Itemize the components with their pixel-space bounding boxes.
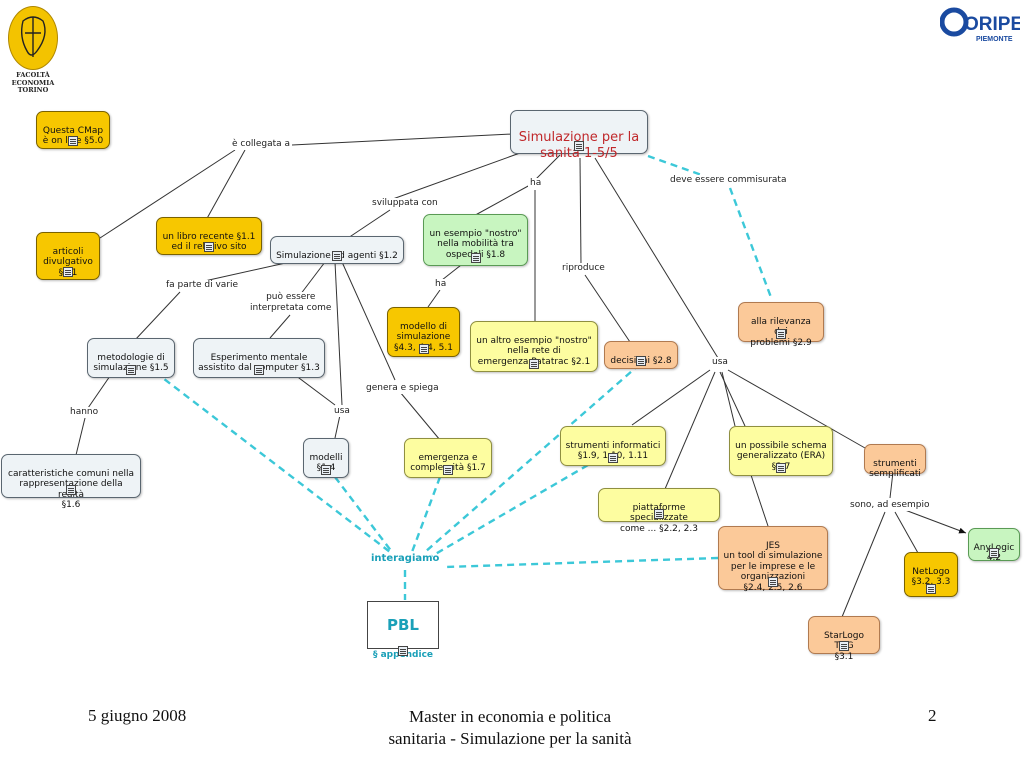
node-text: strumenti semplificati xyxy=(869,458,921,480)
faculty-seal-icon xyxy=(8,6,58,70)
pbl-title: PBL xyxy=(387,615,419,634)
label-puo-essere: può essere interpretata come xyxy=(248,292,334,313)
document-icon[interactable] xyxy=(443,465,453,475)
document-icon[interactable] xyxy=(63,267,73,277)
document-icon[interactable] xyxy=(66,485,76,495)
oripe-logo-icon: ORIPE PIEMONTE xyxy=(939,7,1023,43)
document-icon[interactable] xyxy=(776,463,786,473)
label-ha-2: ha xyxy=(433,279,449,290)
label-usa-1: usa xyxy=(710,357,730,368)
document-icon[interactable] xyxy=(608,453,618,463)
node-libro[interactable]: un libro recente §1.1 ed il relativo sit… xyxy=(156,217,262,255)
node-caratteristiche[interactable]: caratteristiche comuni nella rappresenta… xyxy=(1,454,141,510)
node-anylogic[interactable]: AnyLogic 4.2 xyxy=(968,528,1020,564)
node-text: AnyLogic 4.2 xyxy=(974,543,1015,564)
node-metodologie[interactable]: metodologie di simulazione §1.5 xyxy=(87,338,175,378)
seal-emblem-icon xyxy=(20,16,46,57)
label-interagiamo: interagiamo xyxy=(371,553,440,564)
label-deve: deve essere commisurata xyxy=(668,175,789,186)
node-modelli[interactable]: modelli §1.4 xyxy=(303,438,349,478)
oripe-logo-word: ORIPE xyxy=(964,14,1020,35)
footer-page-number: 2 xyxy=(928,706,937,725)
node-rilevanza[interactable]: alla rilevanza dei problemi §2.9 xyxy=(738,302,824,348)
label-collegata: è collegata a xyxy=(230,139,293,150)
faculty-logo-text: FACOLTÀ ECONOMIA TORINO xyxy=(11,71,55,94)
node-articoli[interactable]: articoli divulgativo §4.1 xyxy=(36,232,100,280)
document-icon[interactable] xyxy=(321,465,331,475)
node-starlogo[interactable]: StarLogo TNG §3.1 xyxy=(808,616,880,662)
label-sono-esempio: sono, ad esempio xyxy=(848,500,932,511)
root-node-simulazione[interactable]: Simulazione per la sanita 1-5/5 xyxy=(510,110,648,161)
node-altro-esempio[interactable]: un altro esempio "nostro" nella rete di … xyxy=(470,321,598,372)
document-icon[interactable] xyxy=(989,548,999,558)
document-icon[interactable] xyxy=(68,136,78,146)
node-pbl[interactable]: PBL § appendice xyxy=(367,601,439,660)
node-text: Esperimento mentale assistito dal comput… xyxy=(198,352,320,374)
dashed-links xyxy=(154,154,774,600)
document-icon[interactable] xyxy=(398,646,408,656)
node-text: metodologie di simulazione §1.5 xyxy=(93,352,169,374)
node-text: NetLogo §3.2, 3.3 xyxy=(911,566,951,588)
document-icon[interactable] xyxy=(529,359,539,369)
node-netlogo[interactable]: NetLogo §3.2, 3.3 xyxy=(904,552,958,597)
node-cmap-online[interactable]: Questa CMap è on line §5.0 xyxy=(36,111,110,149)
node-strumenti-informatici[interactable]: strumenti informatici §1.9, 1.10, 1.11 xyxy=(560,426,666,466)
document-icon[interactable] xyxy=(470,253,481,263)
document-icon[interactable] xyxy=(204,242,214,252)
node-text: un altro esempio "nostro" nella rete di … xyxy=(476,335,592,367)
document-icon[interactable] xyxy=(418,344,429,354)
document-icon[interactable] xyxy=(768,577,778,587)
solid-links xyxy=(75,133,967,618)
node-text: decisioni §2.8 xyxy=(610,355,672,366)
oripe-logo-subword: PIEMONTE xyxy=(976,36,1013,43)
document-icon[interactable] xyxy=(839,641,849,651)
footer-title: Master in economia e politica sanitaria … xyxy=(388,707,632,748)
node-piattaforme[interactable]: piattaforme specializzate come ... §2.2,… xyxy=(598,488,720,534)
node-sim-agenti[interactable]: Simulazione ad agenti §1.2 xyxy=(270,236,404,264)
node-decisioni[interactable]: decisioni §2.8 xyxy=(604,341,678,369)
document-icon[interactable] xyxy=(636,356,646,366)
node-esempio-nostro[interactable]: un esempio "nostro" nella mobilità tra o… xyxy=(423,214,528,266)
footer-date: 5 giugno 2008 xyxy=(88,706,187,725)
node-text: un esempio "nostro" nella mobilità tra o… xyxy=(429,228,522,260)
oripe-logo: ORIPE PIEMONTE xyxy=(939,4,1023,44)
node-modello-simulazione[interactable]: modello di simulazione §4.3, 4.4, 5.1 xyxy=(387,307,460,357)
label-usa-2: usa xyxy=(332,406,352,417)
document-icon[interactable] xyxy=(926,584,936,594)
node-esperimento[interactable]: Esperimento mentale assistito dal comput… xyxy=(193,338,325,378)
document-icon[interactable] xyxy=(776,329,786,339)
label-genera: genera e spiega xyxy=(364,383,441,394)
faculty-logo: FACOLTÀ ECONOMIA TORINO xyxy=(8,6,58,96)
label-sviluppata: sviluppata con xyxy=(370,198,440,209)
root-node-text: Simulazione per la sanita 1-5/5 xyxy=(518,130,640,161)
document-icon[interactable] xyxy=(332,251,342,261)
label-riproduce: riproduce xyxy=(560,263,607,274)
label-ha-1: ha xyxy=(528,178,544,189)
node-jes[interactable]: JES un tool di simulazione per le impres… xyxy=(718,526,828,593)
document-icon[interactable] xyxy=(654,509,664,519)
node-text: emergenza e complessità §1.7 xyxy=(410,452,486,474)
label-hanno: hanno xyxy=(68,407,101,418)
node-strumenti-semplificati[interactable]: strumenti semplificati xyxy=(864,444,926,479)
label-fa-parte: fa parte di varie xyxy=(164,280,241,291)
document-icon[interactable] xyxy=(254,365,264,375)
document-icon[interactable] xyxy=(126,365,136,375)
node-emergenza[interactable]: emergenza e complessità §1.7 xyxy=(404,438,492,478)
node-schema-era[interactable]: un possibile schema generalizzato (ERA) … xyxy=(729,426,833,476)
document-icon[interactable] xyxy=(574,141,584,151)
